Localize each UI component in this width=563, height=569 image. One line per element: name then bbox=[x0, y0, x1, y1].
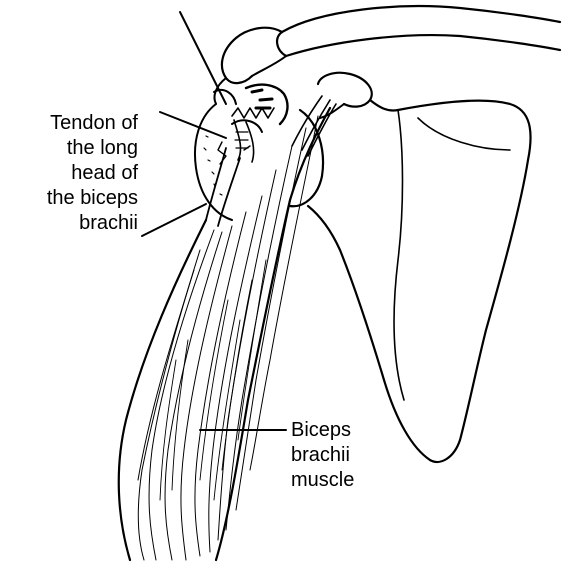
scapula bbox=[308, 100, 531, 462]
muscle-label-line: brachii bbox=[291, 443, 354, 468]
muscle-label-line: Biceps bbox=[291, 418, 354, 443]
tendon-label-line: brachii bbox=[47, 211, 138, 236]
coracoid-process bbox=[318, 73, 372, 118]
clavicle bbox=[277, 6, 560, 56]
leader-line-upper bbox=[160, 112, 226, 138]
tendon-label-line: Tendon of bbox=[47, 111, 138, 136]
short-head-tendon bbox=[292, 96, 336, 156]
tendon-label: Tendon of the long head of the biceps br… bbox=[47, 111, 138, 236]
muscle-label: Biceps brachii muscle bbox=[291, 418, 354, 493]
muscle-label-line: muscle bbox=[291, 468, 354, 493]
long-head-tendon bbox=[206, 142, 250, 226]
tendon-label-line: the long bbox=[47, 136, 138, 161]
tendon-label-line: head of bbox=[47, 161, 138, 186]
leader-line-top bbox=[180, 12, 226, 104]
tendon-label-line: the biceps bbox=[47, 186, 138, 211]
leader-line-tendon bbox=[142, 204, 206, 236]
acromion bbox=[214, 28, 286, 104]
